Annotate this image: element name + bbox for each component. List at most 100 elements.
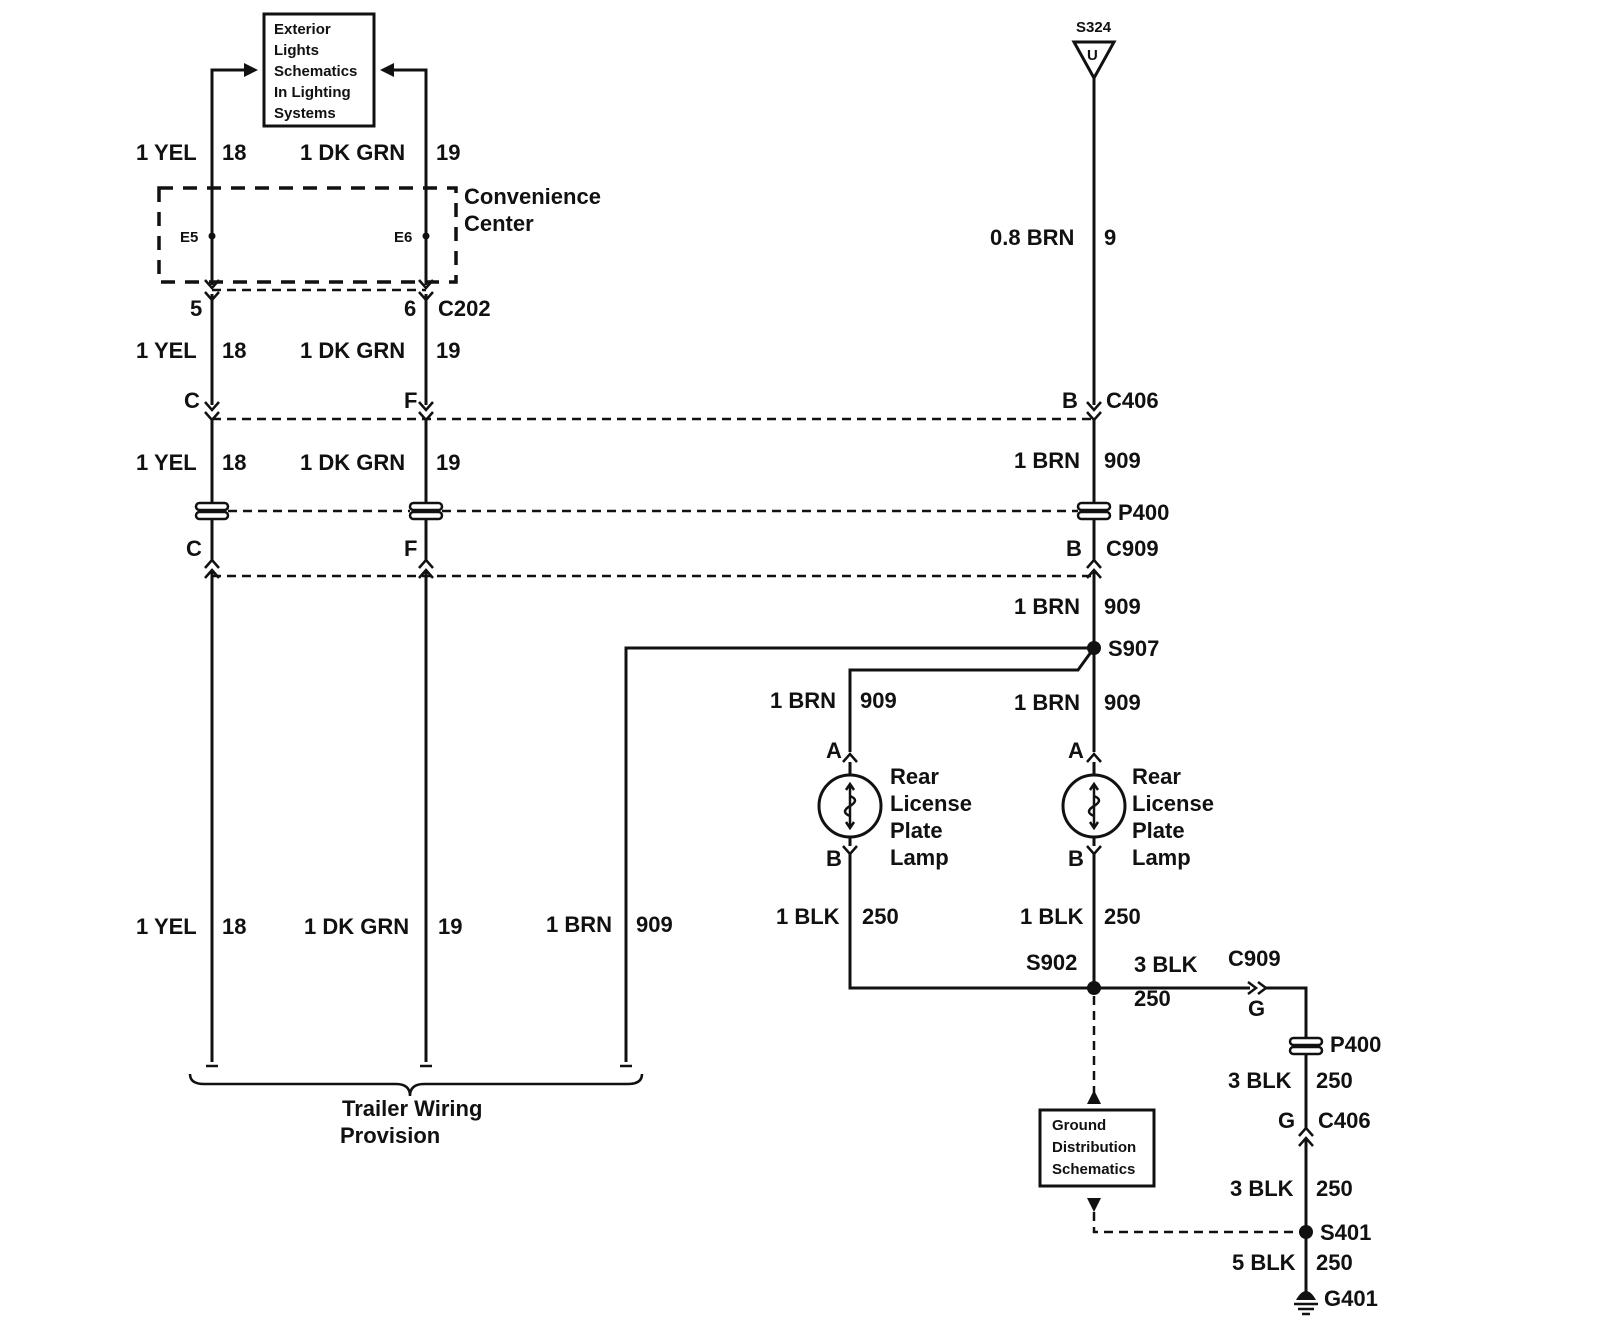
svg-text:1 YEL: 1 YEL xyxy=(136,450,197,475)
svg-text:C909: C909 xyxy=(1106,536,1159,561)
pin-e6: E6 xyxy=(394,229,412,246)
svg-text:1 DK GRN: 1 DK GRN xyxy=(300,140,405,165)
rear-license-plate-lamp-right[interactable]: A B Rear License Plate Lamp xyxy=(1061,738,1214,871)
svg-text:License: License xyxy=(890,791,972,816)
svg-text:Lamp: Lamp xyxy=(1132,845,1191,870)
svg-text:909: 909 xyxy=(636,912,673,937)
ground-g401[interactable]: G401 xyxy=(1294,1286,1378,1316)
svg-text:S324: S324 xyxy=(1076,19,1112,36)
arrow-down-icon xyxy=(1087,1198,1101,1212)
svg-text:C202: C202 xyxy=(438,296,491,321)
connector-c909-g[interactable]: C909 G xyxy=(1228,946,1281,1021)
svg-text:License: License xyxy=(1132,791,1214,816)
svg-text:250: 250 xyxy=(1134,986,1171,1011)
svg-text:Plate: Plate xyxy=(890,818,943,843)
svg-text:250: 250 xyxy=(862,904,899,929)
splice-s401[interactable] xyxy=(1299,1225,1313,1239)
svg-text:6: 6 xyxy=(404,296,416,321)
svg-text:1 YEL: 1 YEL xyxy=(136,140,197,165)
svg-text:C909: C909 xyxy=(1228,946,1281,971)
svg-text:S902: S902 xyxy=(1026,950,1077,975)
svg-text:250: 250 xyxy=(1316,1176,1353,1201)
svg-text:5 BLK: 5 BLK xyxy=(1232,1250,1296,1275)
svg-text:Center: Center xyxy=(464,211,534,236)
svg-text:B: B xyxy=(1066,536,1082,561)
yel-wire-upper xyxy=(210,68,246,285)
svg-text:G: G xyxy=(1278,1108,1295,1133)
svg-text:1 YEL: 1 YEL xyxy=(136,914,197,939)
svg-text:C: C xyxy=(184,388,200,413)
svg-text:F: F xyxy=(404,536,417,561)
svg-text:In Lighting: In Lighting xyxy=(274,84,351,101)
connector-p400-row[interactable]: P400 xyxy=(194,500,1169,525)
svg-text:19: 19 xyxy=(438,914,462,939)
arrow-up-icon xyxy=(1087,1090,1101,1104)
svg-text:250: 250 xyxy=(1104,904,1141,929)
brn-wire-left-lamp xyxy=(848,647,1096,752)
svg-text:Provision: Provision xyxy=(340,1123,440,1148)
svg-text:1 DK GRN: 1 DK GRN xyxy=(304,914,409,939)
svg-text:3 BLK: 3 BLK xyxy=(1228,1068,1292,1093)
svg-text:3 BLK: 3 BLK xyxy=(1134,952,1198,977)
svg-text:5: 5 xyxy=(190,296,202,321)
svg-text:Lamp: Lamp xyxy=(890,845,949,870)
svg-text:19: 19 xyxy=(436,450,460,475)
svg-text:Rear: Rear xyxy=(1132,764,1181,789)
trailer-bracket xyxy=(188,1073,644,1097)
brn-wire-trailer xyxy=(624,646,1094,1062)
svg-text:B: B xyxy=(1068,846,1084,871)
svg-text:Distribution: Distribution xyxy=(1052,1139,1136,1156)
svg-text:18: 18 xyxy=(222,450,246,475)
svg-text:S907: S907 xyxy=(1108,636,1159,661)
svg-text:19: 19 xyxy=(436,140,460,165)
svg-text:18: 18 xyxy=(222,338,246,363)
svg-text:A: A xyxy=(1068,738,1084,763)
svg-text:Ground: Ground xyxy=(1052,1117,1106,1134)
rear-license-plate-lamp-left[interactable]: A B Rear License Plate Lamp xyxy=(817,738,972,871)
connector-c909-row[interactable]: C F B C909 xyxy=(186,536,1159,579)
svg-text:G401: G401 xyxy=(1324,1286,1378,1311)
convenience-center-label: Convenience xyxy=(464,184,601,209)
svg-text:1 BRN: 1 BRN xyxy=(1014,448,1080,473)
svg-text:C: C xyxy=(186,536,202,561)
svg-text:C406: C406 xyxy=(1106,388,1159,413)
connector-c202[interactable]: 5 6 C202 xyxy=(190,279,491,321)
svg-text:1 DK GRN: 1 DK GRN xyxy=(300,338,405,363)
arrow-right-icon xyxy=(244,63,258,77)
svg-text:P400: P400 xyxy=(1330,1032,1381,1057)
pin-e5: E5 xyxy=(180,229,198,246)
convenience-center-box xyxy=(157,186,458,284)
svg-text:F: F xyxy=(404,388,417,413)
svg-text:3 BLK: 3 BLK xyxy=(1230,1176,1294,1201)
svg-text:9: 9 xyxy=(1104,225,1116,250)
svg-text:18: 18 xyxy=(222,914,246,939)
svg-text:Schematics: Schematics xyxy=(274,63,357,80)
arrow-left-icon xyxy=(380,63,394,77)
exterior-lights-ref-box[interactable]: Exterior Lights Schematics In Lighting S… xyxy=(262,12,376,128)
svg-text:250: 250 xyxy=(1316,1250,1353,1275)
svg-text:19: 19 xyxy=(436,338,460,363)
svg-text:B: B xyxy=(1062,388,1078,413)
ground-distribution-ref-box[interactable]: Ground Distribution Schematics xyxy=(1038,1108,1156,1188)
svg-text:0.8 BRN: 0.8 BRN xyxy=(990,225,1074,250)
svg-text:P400: P400 xyxy=(1118,500,1169,525)
svg-text:G: G xyxy=(1248,996,1265,1021)
svg-text:909: 909 xyxy=(860,688,897,713)
svg-text:Exterior: Exterior xyxy=(274,21,331,38)
connector-c406-row[interactable]: C F B C406 xyxy=(184,388,1159,422)
svg-text:1 BRN: 1 BRN xyxy=(1014,690,1080,715)
connector-p400[interactable]: P400 xyxy=(1288,1032,1381,1057)
svg-text:1 BRN: 1 BRN xyxy=(1014,594,1080,619)
svg-text:C406: C406 xyxy=(1318,1108,1371,1133)
svg-text:909: 909 xyxy=(1104,448,1141,473)
svg-text:1 BLK: 1 BLK xyxy=(1020,904,1084,929)
splice-s324[interactable]: S324 U xyxy=(1071,19,1117,82)
trailer-wiring-label: Trailer Wiring xyxy=(342,1096,482,1121)
svg-text:S401: S401 xyxy=(1320,1220,1371,1245)
svg-text:U: U xyxy=(1087,47,1098,64)
svg-text:1 DK GRN: 1 DK GRN xyxy=(300,450,405,475)
dkgrn-wire-upper xyxy=(392,68,428,285)
svg-text:Systems: Systems xyxy=(274,105,336,122)
connector-c406-g[interactable]: G C406 xyxy=(1278,1108,1371,1147)
